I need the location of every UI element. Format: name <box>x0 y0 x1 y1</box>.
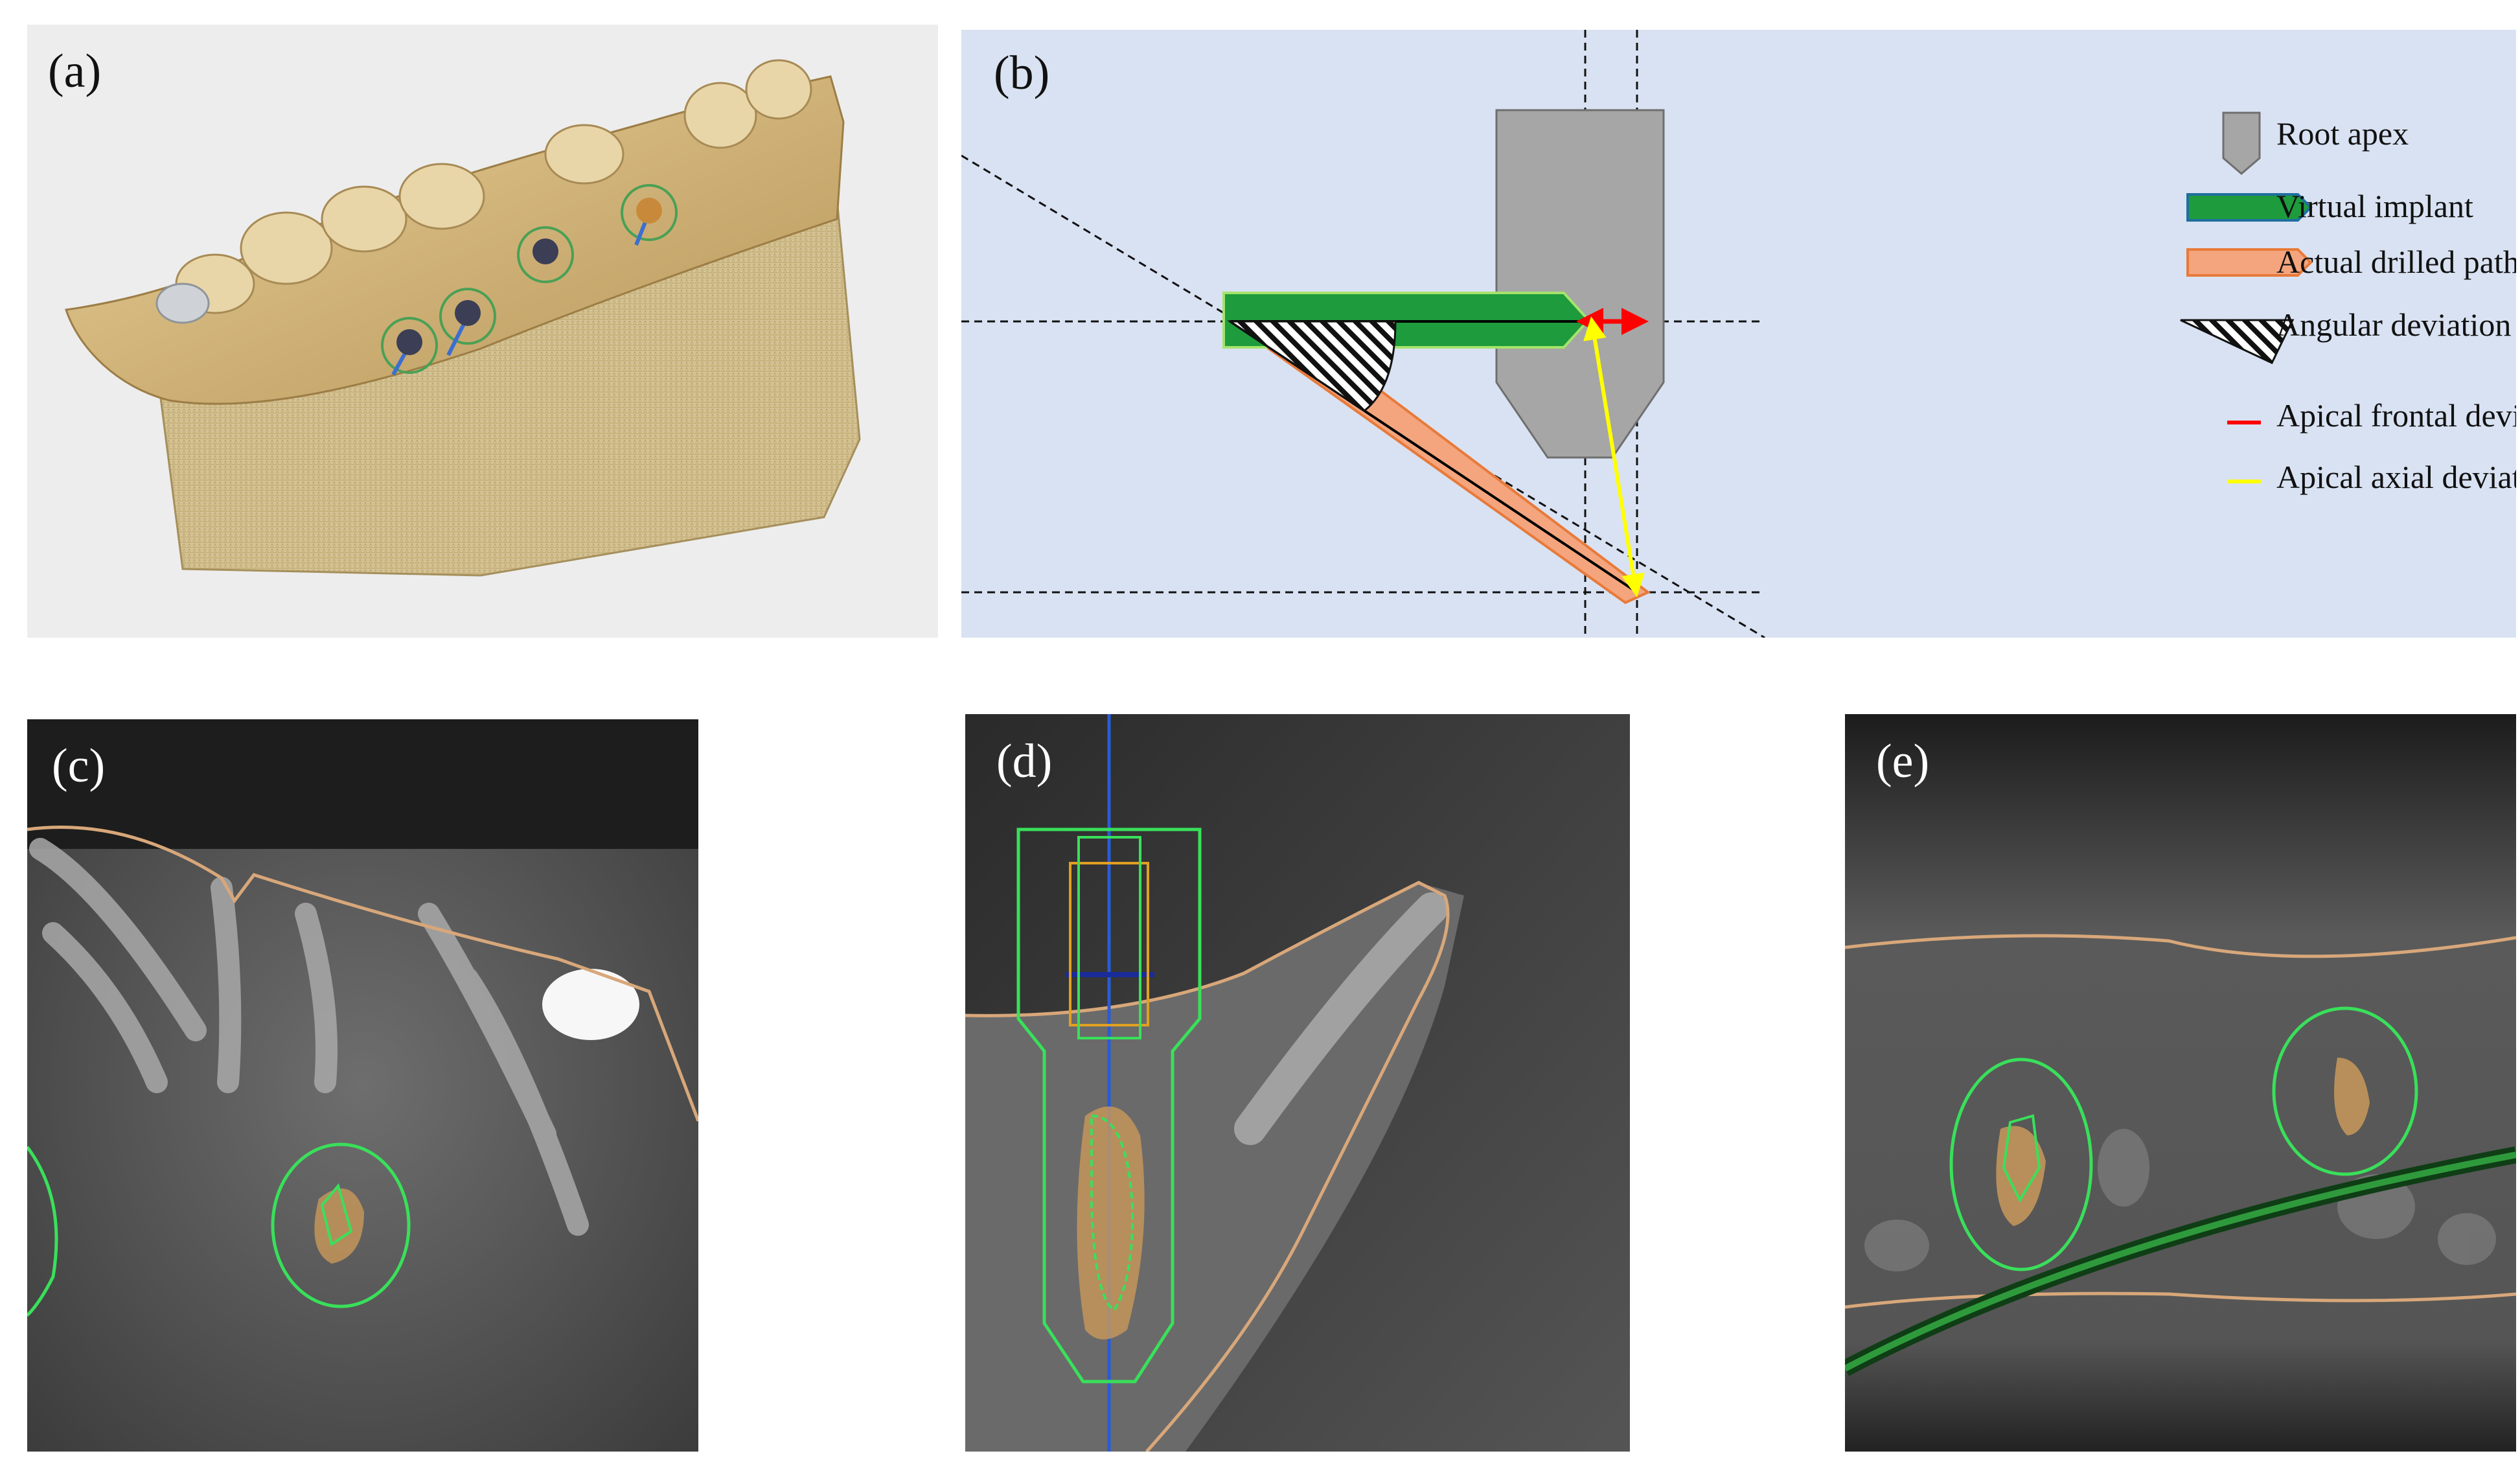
legend-root-apex-label: Root apex <box>2276 115 2409 152</box>
legend-drilled-path-icon <box>2186 248 2313 277</box>
panel-b-schematic: (b) Root apex Virtual implant Actual dri… <box>961 30 2516 638</box>
legend-root-apex-icon <box>2222 111 2261 175</box>
mandible-3d-illustration <box>65 59 861 577</box>
ct-slice-e-image <box>1845 714 2516 1452</box>
legend-frontal-deviation-label: Apical frontal deviation (in mm) <box>2276 397 2516 434</box>
legend-drilled-path-label: Actual drilled path <box>2276 244 2516 280</box>
legend-virtual-implant-icon <box>2186 193 2313 222</box>
legend-angular-deviation-label: Angular deviation frontal plane <box>2276 307 2516 343</box>
panel-d-ct-slice: (d) <box>965 714 1630 1452</box>
root-apex-shape <box>1495 109 1665 459</box>
legend-axial-deviation-label: Apical axial deviation (in mm) <box>2276 459 2516 495</box>
panel-e-ct-slice: (e) <box>1845 714 2516 1452</box>
ct-slice-c-image <box>27 719 698 1452</box>
ct-slice-d-image <box>965 714 1630 1452</box>
deviation-diagram <box>961 30 2516 638</box>
panel-d-label: (d) <box>996 735 1053 788</box>
apical-axial-arrow <box>1583 316 1645 597</box>
panel-c-label: (c) <box>52 739 106 793</box>
legend-angular-deviation-icon <box>2180 319 2295 364</box>
panel-a-label: (a) <box>48 45 102 98</box>
legend-virtual-implant-label: Virtual implant <box>2276 188 2473 224</box>
panel-b-label: (b) <box>994 47 1050 100</box>
panel-e-label: (e) <box>1876 735 1930 788</box>
panel-a-3d-render: (a) <box>27 25 938 638</box>
angular-deviation-wedge <box>1227 320 1397 412</box>
virtual-implant-outline <box>1016 828 1202 1384</box>
panel-c-ct-slice: (c) <box>27 719 698 1452</box>
